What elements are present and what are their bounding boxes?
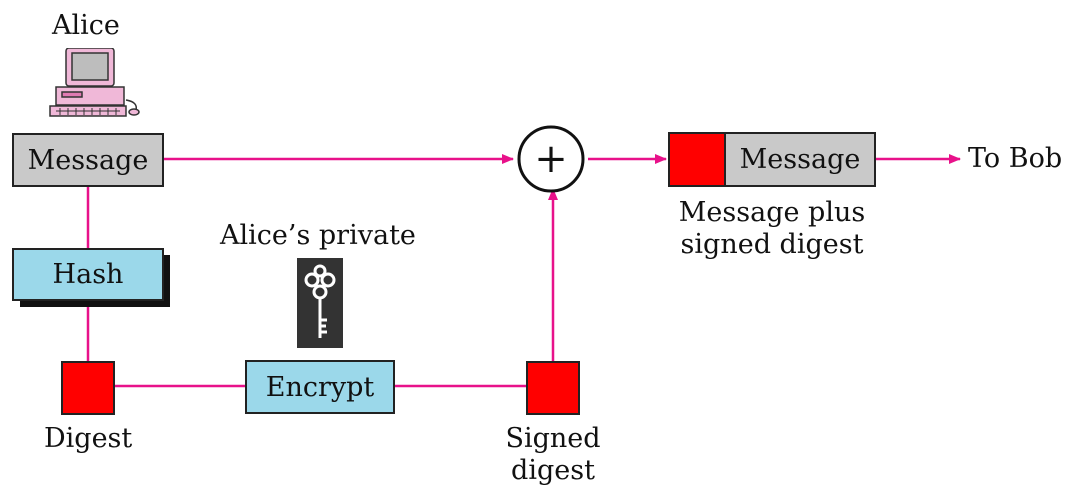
combiner-circle (517, 125, 585, 193)
digest-label: Digest (44, 423, 133, 454)
result-message-box: Message (724, 132, 876, 187)
result-message-label: Message (739, 144, 861, 175)
message-box: Message (12, 133, 164, 187)
signed-digest-block (526, 361, 580, 415)
signed-digest-label-line1: Signed (505, 423, 601, 454)
encrypt-box: Encrypt (245, 360, 395, 414)
computer-icon (49, 48, 140, 117)
sender-name: Alice (52, 10, 120, 41)
signed-digest-label-line2: digest (511, 455, 595, 486)
result-label-line2: signed digest (680, 229, 864, 260)
encrypt-box-label: Encrypt (265, 371, 375, 403)
destination-label: To Bob (968, 143, 1063, 174)
private-key-label: Alice’s private (220, 220, 416, 251)
hash-box-label: Hash (52, 259, 124, 290)
key-icon (297, 258, 343, 348)
result-label-line1: Message plus (678, 197, 866, 228)
combiner-plus-symbol: + (534, 136, 568, 182)
digest-block (61, 361, 115, 415)
hash-box: Hash (12, 248, 164, 301)
result-signature-block (668, 132, 726, 187)
message-box-label: Message (27, 144, 149, 176)
